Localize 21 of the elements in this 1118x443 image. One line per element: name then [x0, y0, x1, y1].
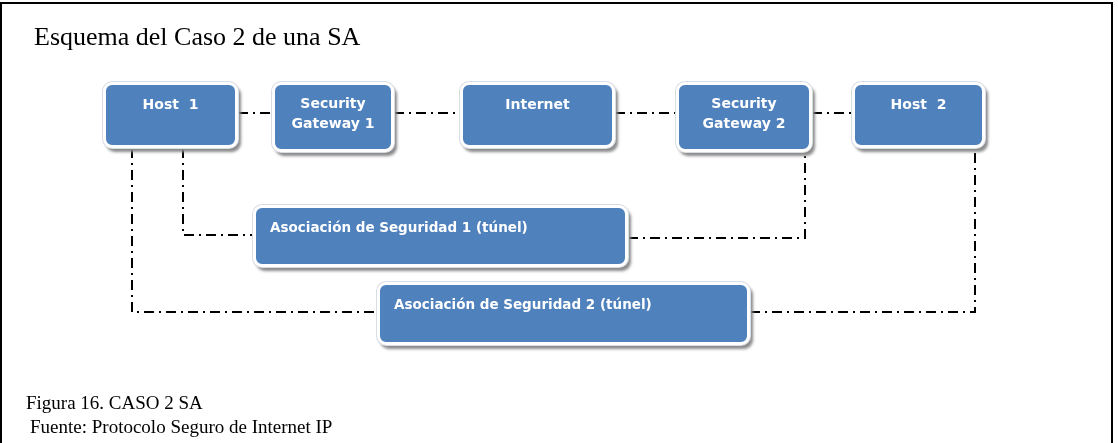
- source-note: Fuente: Protocolo Seguro de Internet IP: [30, 416, 333, 438]
- connector-line: [811, 112, 853, 114]
- figure-caption: Figura 16. CASO 2 SA: [26, 392, 203, 414]
- box-label: Security Gateway 1: [290, 94, 376, 133]
- connector-line: [237, 112, 273, 114]
- process-box: [676, 82, 812, 152]
- box-label: Host 2: [890, 95, 947, 114]
- connector-line: [614, 112, 677, 114]
- process-box: [253, 205, 628, 267]
- diagram-title: Esquema del Caso 2 de una SA: [34, 22, 361, 52]
- box-label: Security Gateway 2: [701, 94, 787, 133]
- connector-line: [182, 147, 254, 236]
- process-box: [272, 82, 394, 152]
- process-box: [103, 82, 238, 148]
- box-label: Asociación de Seguridad 2 (túnel): [394, 295, 652, 314]
- process-box: [377, 282, 750, 345]
- box-label: Internet: [505, 95, 570, 114]
- process-box: [852, 82, 985, 148]
- process-box: [460, 82, 615, 148]
- box-label: Asociación de Seguridad 1 (túnel): [270, 218, 528, 237]
- box-label: Host 1: [142, 95, 199, 114]
